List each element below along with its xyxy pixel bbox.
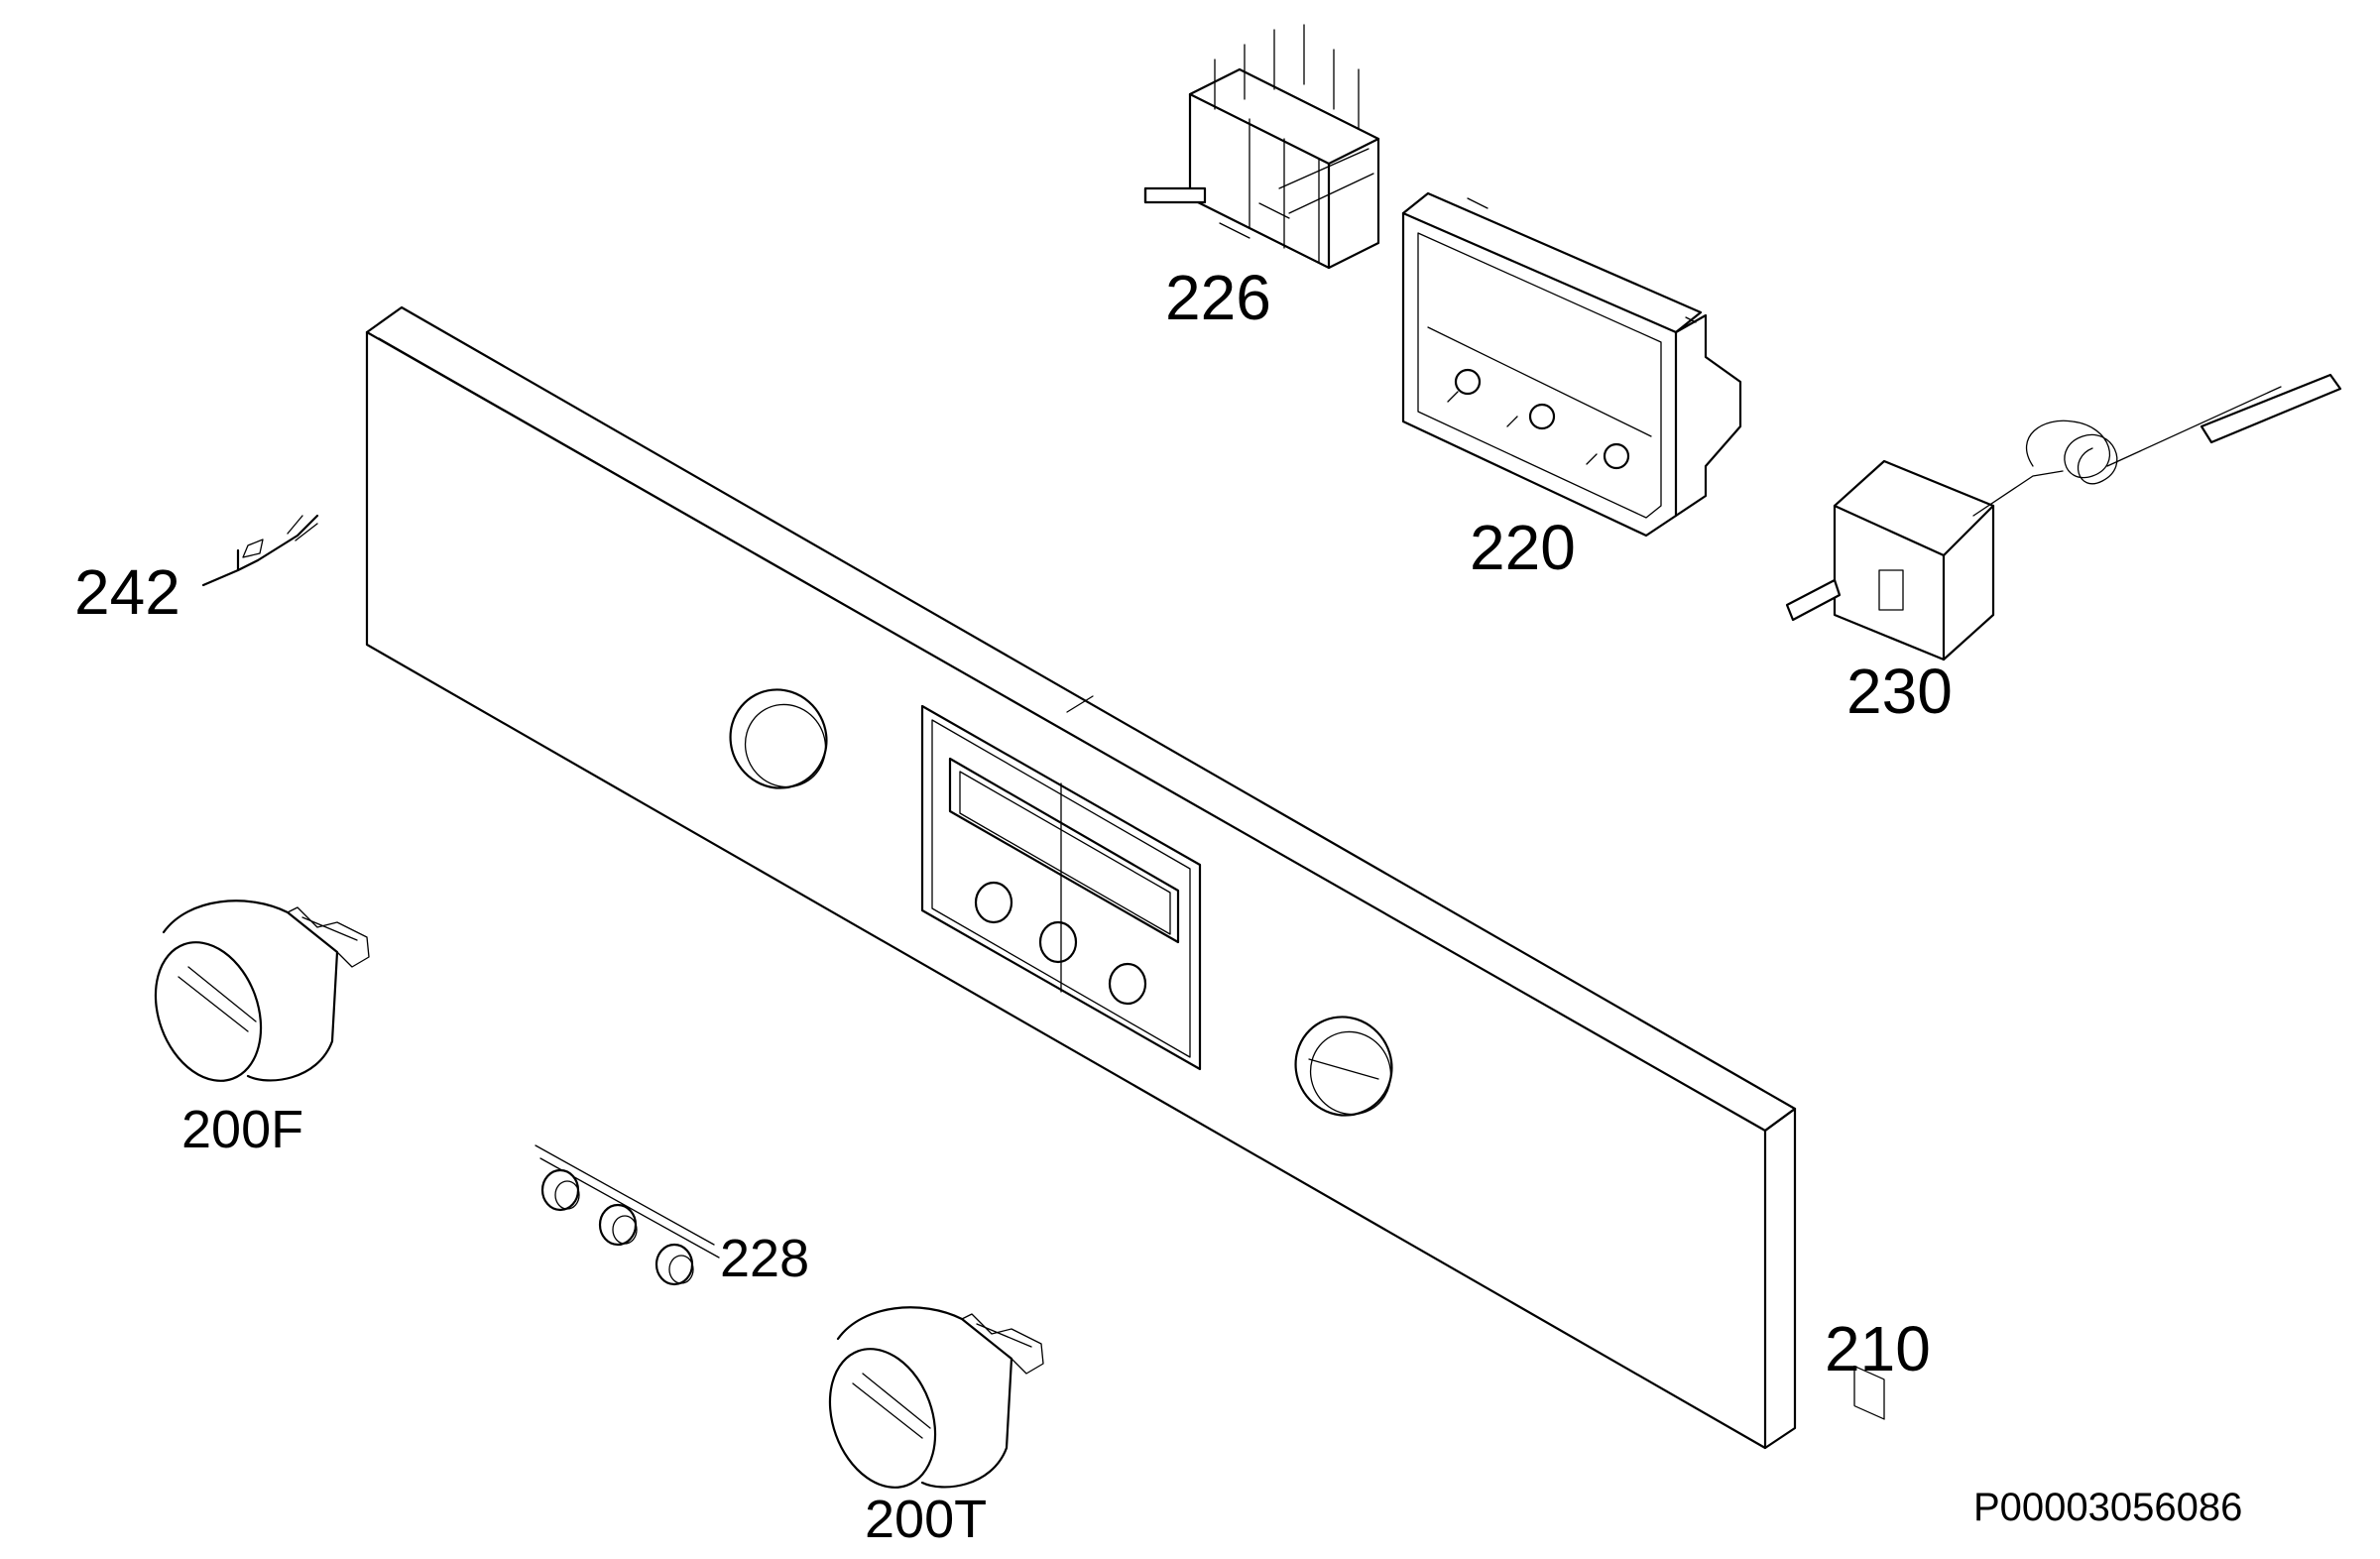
lamp-242	[201, 514, 319, 587]
part-label-220: 220	[1470, 512, 1576, 583]
display-module-220	[1401, 191, 1742, 538]
knob-200T	[828, 1306, 1044, 1489]
document-id: P00003056086	[1973, 1486, 2243, 1529]
part-label-226: 226	[1165, 262, 1271, 333]
push-buttons-228	[535, 1144, 720, 1286]
part-label-230: 230	[1846, 656, 1953, 727]
part-label-210: 210	[1825, 1313, 1931, 1384]
knob-200F	[154, 899, 370, 1082]
part-label-200F: 200F	[181, 1100, 304, 1159]
part-label-242: 242	[74, 556, 180, 628]
thermostat-230	[1785, 373, 2342, 1420]
selector-switch-226	[1143, 24, 1380, 270]
part-label-228: 228	[720, 1229, 810, 1288]
part-label-200T: 200T	[865, 1490, 988, 1549]
control-panel-210	[365, 305, 1797, 1450]
